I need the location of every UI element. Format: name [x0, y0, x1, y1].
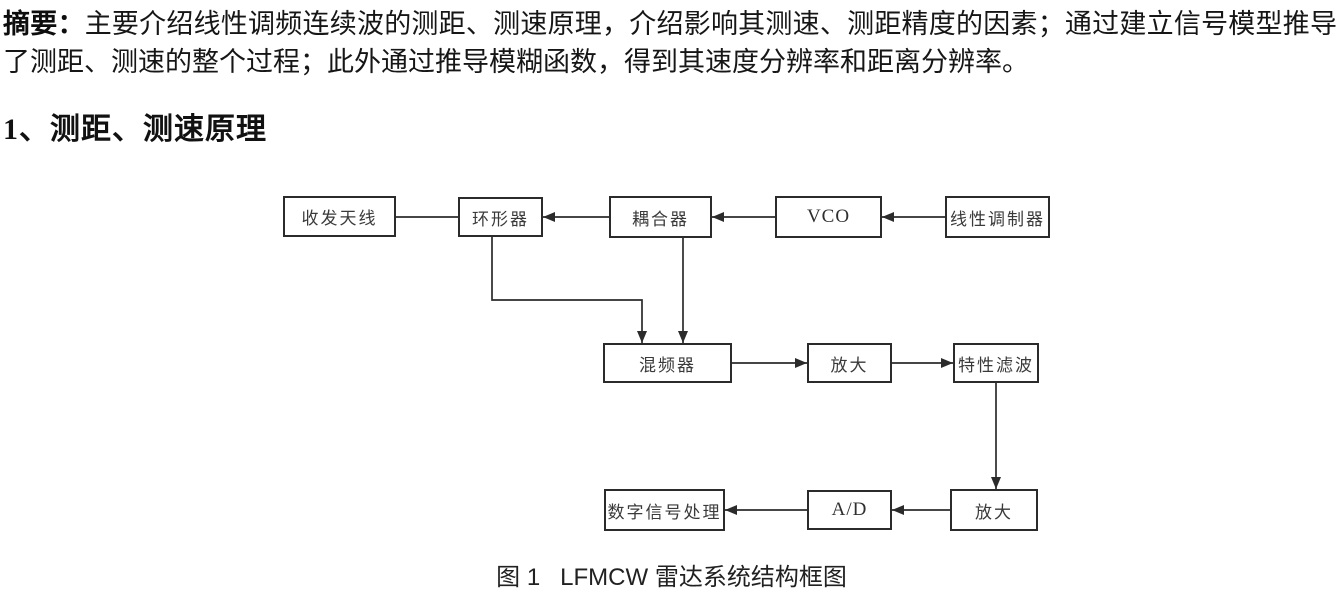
diagram-box-linear-modulator: 线性调制器	[945, 196, 1050, 238]
diagram-box-amplifier-1: 放大	[807, 343, 892, 383]
diagram-box-feature-filter: 特性滤波	[953, 343, 1039, 383]
diagram-box-vco: VCO	[775, 196, 882, 238]
diagram-box-circulator: 环形器	[458, 197, 543, 237]
diagram-box-dsp: 数字信号处理	[604, 489, 725, 531]
diagram-box-antenna: 收发天线	[283, 196, 396, 237]
figure-caption: 图 1 LFMCW 雷达系统结构框图	[496, 564, 847, 591]
diagram-box-amplifier-2: 放大	[950, 489, 1038, 531]
abstract-paragraph: 摘要：主要介绍线性调频连续波的测距、测速原理，介绍影响其测速、测距精度的因素；通…	[3, 5, 1337, 81]
section-heading: 1、测距、测速原理	[3, 113, 267, 146]
diagram-box-ad-converter: A/D	[807, 490, 892, 530]
connector-circulator-to-mixer	[491, 237, 647, 343]
abstract-label: 摘要：	[3, 9, 85, 39]
abstract-text: 主要介绍线性调频连续波的测距、测速原理，介绍影响其测速、测距精度的因素；通过建立…	[3, 9, 1337, 77]
diagram-box-coupler: 耦合器	[609, 196, 712, 238]
diagram-box-mixer: 混频器	[603, 343, 732, 383]
